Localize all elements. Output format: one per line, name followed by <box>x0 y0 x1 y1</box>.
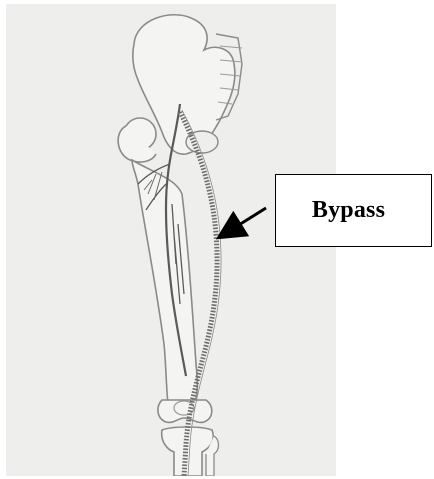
bypass-callout: Bypass <box>275 174 432 247</box>
bypass-label: Bypass <box>312 197 385 224</box>
